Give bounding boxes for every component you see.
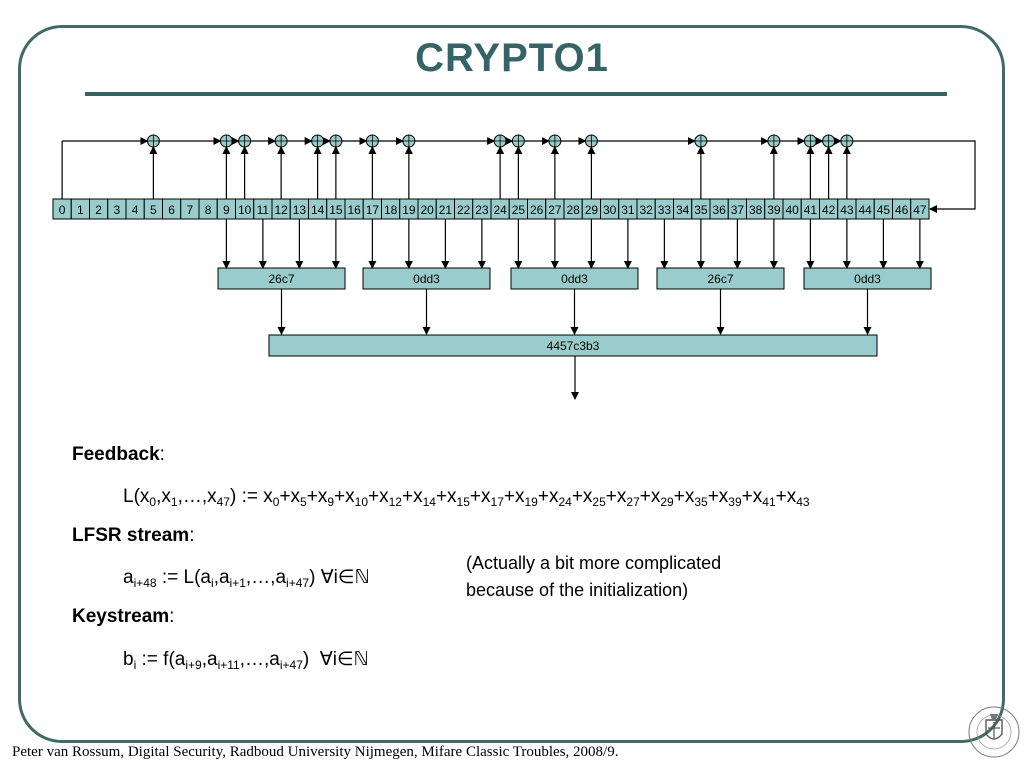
lfsr-cell-label: 15: [329, 203, 343, 217]
lfsr-cell-label: 2: [95, 203, 102, 217]
lfsr-cell-label: 7: [187, 203, 194, 217]
lfsr-cell-label: 19: [402, 203, 416, 217]
lfsr-cell-label: 10: [238, 203, 252, 217]
lfsr-cell-label: 23: [475, 203, 489, 217]
keystream-formula: bi := f(ai+9,ai+11,…,ai+47) ∀i∈ℕ: [123, 649, 369, 672]
lfsr-cell-label: 22: [457, 203, 471, 217]
feedback-colon: :: [159, 444, 165, 465]
lfsr-cell-label: 44: [858, 203, 872, 217]
lfsr-cell-label: 36: [712, 203, 726, 217]
lfsr-cell-label: 45: [877, 203, 891, 217]
lfsr-cell-label: 37: [731, 203, 745, 217]
footer-citation: Peter van Rossum, Digital Security, Radb…: [12, 744, 619, 760]
lfsr-cell-label: 21: [439, 203, 453, 217]
lfsr-cell-label: 46: [895, 203, 909, 217]
filter-box-label: 0dd3: [561, 272, 588, 286]
filter-box-label: 0dd3: [413, 272, 440, 286]
lfsr-cell-label: 13: [293, 203, 307, 217]
lfsr-cell-label: 24: [493, 203, 507, 217]
lfsr-cell-label: 32: [639, 203, 653, 217]
lfsr-cell-label: 17: [366, 203, 380, 217]
feedback-heading-line: Feedback:: [72, 444, 165, 466]
keystream-heading: Keystream: [72, 606, 170, 627]
lfsr-cell-label: 34: [676, 203, 690, 217]
keystream-colon: :: [169, 606, 175, 627]
university-seal-logo: [968, 706, 1020, 758]
lfsr-cell-label: 33: [658, 203, 672, 217]
lfsr-cell-label: 35: [694, 203, 708, 217]
lfsr-cell-label: 25: [512, 203, 526, 217]
title-underline: [85, 92, 947, 96]
lfsr-cell-label: 16: [347, 203, 361, 217]
lfsr-cell-label: 28: [566, 203, 580, 217]
lfsr-cell-label: 14: [311, 203, 325, 217]
lfsr-cell-label: 30: [603, 203, 617, 217]
filter-box-label: 26c7: [268, 272, 294, 286]
lfsr-cell-label: 5: [150, 203, 157, 217]
lfsr-cell-label: 0: [59, 203, 66, 217]
lfsr-cell-label: 20: [420, 203, 434, 217]
lfsr-stream-heading-line: LFSR stream:: [72, 525, 194, 547]
feedback-network: [61, 134, 976, 213]
lfsr-cell-label: 27: [548, 203, 562, 217]
filter-network: 26c7 0dd3 0dd3 26c7 0dd3 4457c3b3: [217, 219, 932, 400]
keystream-heading-line: Keystream:: [72, 606, 174, 628]
lfsr-cell-label: 38: [749, 203, 763, 217]
lfsr-cell-label: 3: [114, 203, 121, 217]
slide-frame: [18, 25, 1005, 743]
lfsr-cell-label: 9: [223, 203, 230, 217]
lfsr-cell-label: 29: [585, 203, 599, 217]
note-line-2: because of the initialization): [466, 580, 689, 600]
lfsr-stream-formula: ai+48 := L(ai,ai+1,…,ai+47) ∀i∈ℕ: [123, 567, 370, 590]
lfsr-cell-label: 1: [77, 203, 84, 217]
lfsr-cell-label: 11: [257, 203, 270, 217]
feedback-return-arrow: [852, 140, 976, 213]
lfsr-stream-colon: :: [189, 525, 195, 546]
note-line-1: (Actually a bit more complicated: [466, 553, 722, 573]
lfsr-cell-label: 39: [767, 203, 781, 217]
lfsr-cell-label: 8: [205, 203, 212, 217]
lfsr-cell-label: 40: [785, 203, 799, 217]
lfsr-cell-label: 12: [274, 203, 288, 217]
lfsr-cell-label: 6: [168, 203, 175, 217]
filter-box-label: 26c7: [707, 272, 733, 286]
filter-box-label: 0dd3: [854, 272, 881, 286]
lfsr-cell-label: 4: [132, 203, 139, 217]
feedback-formula: L(x0,x1,…,x47) := x0+x5+x9+x10+x12+x14+x…: [123, 486, 810, 509]
lfsr-cell-label: 26: [530, 203, 544, 217]
lfsr-cell-label: 18: [384, 203, 398, 217]
slide-title: CRYPTO1: [415, 36, 609, 80]
lfsr-stream-heading: LFSR stream: [72, 525, 190, 546]
lfsr-cell-label: 42: [822, 203, 836, 217]
feedback-heading: Feedback: [72, 444, 160, 465]
lfsr-cell-label: 43: [840, 203, 854, 217]
lfsr-cell-label: 31: [621, 203, 635, 217]
output-filter-box: [268, 334, 878, 357]
lfsr-cell-label: 41: [804, 203, 818, 217]
output-filter-label: 4457c3b3: [547, 339, 600, 353]
lfsr-cell-label: 47: [913, 203, 927, 217]
